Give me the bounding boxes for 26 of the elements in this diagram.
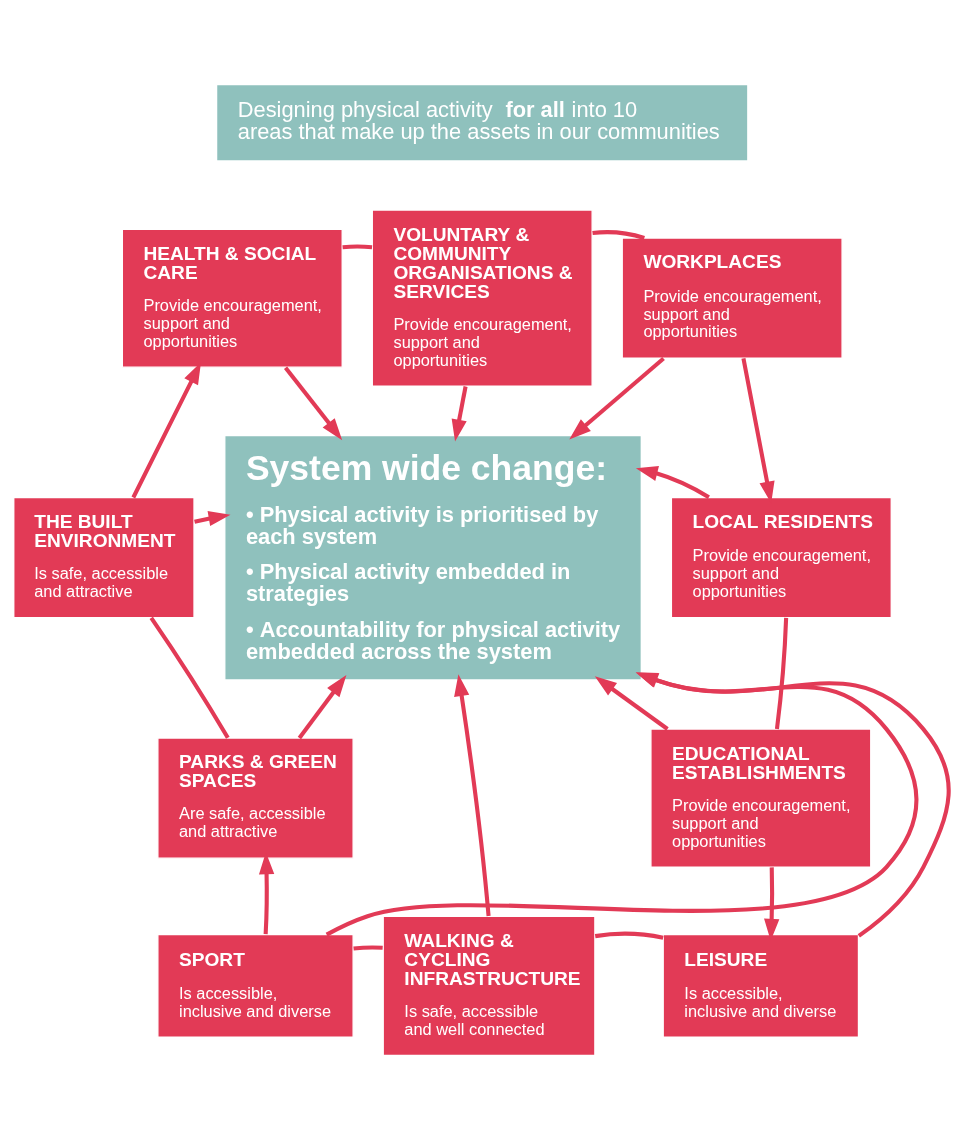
node-box: LEISURE Is accessible, inclusive and diverse [662, 933, 860, 1038]
arrow [635, 465, 710, 499]
node-box: PARKS & GREEN SPACES Are safe, accessible and attractive [157, 736, 354, 859]
node-box: EDUCATIONAL ESTABLISHMENTS Provide encouragement, support and opportunities [650, 727, 872, 868]
node-box: SPORT Is accessible, inclusive and diverse [157, 933, 354, 1038]
node-box: LOCAL RESIDENTS Provide encouragement, support and opportunities [670, 496, 892, 618]
arrow [451, 385, 468, 441]
connector [592, 229, 645, 240]
arrow [569, 356, 665, 439]
node-box: WALKING & CYCLING INFRASTRUCTURE Is safe, accessible and well connected [382, 915, 596, 1056]
node-box: System wide change: • Physical activity is prioritised by each system • Physical activity embedded in strategies • Accountability for physical activity embedded across the system [224, 434, 642, 681]
arrow [194, 510, 231, 526]
arrow [283, 365, 343, 440]
connector [353, 944, 383, 950]
node-box: WORKPLACES Provide encouragement, support and opportunities [621, 236, 843, 359]
connector [149, 616, 230, 739]
connector [594, 931, 664, 940]
node-box: THE BUILT ENVIRONMENT Is safe, accessible and attractive [13, 496, 195, 618]
connector [342, 243, 373, 249]
node-box: HEALTH & SOCIAL CARE Provide encouragement, support and opportunities [121, 228, 343, 368]
arrow [594, 675, 669, 731]
node-box: VOLUNTARY & COMMUNITY ORGANISATIONS & SERVICES Provide encouragement, support and opportunities [371, 208, 593, 387]
arrow [297, 674, 347, 739]
connector [774, 617, 789, 729]
arrow [454, 673, 491, 916]
node-box: Designing physical activity for all into 10 areas that make up the assets in our communities [215, 83, 749, 162]
